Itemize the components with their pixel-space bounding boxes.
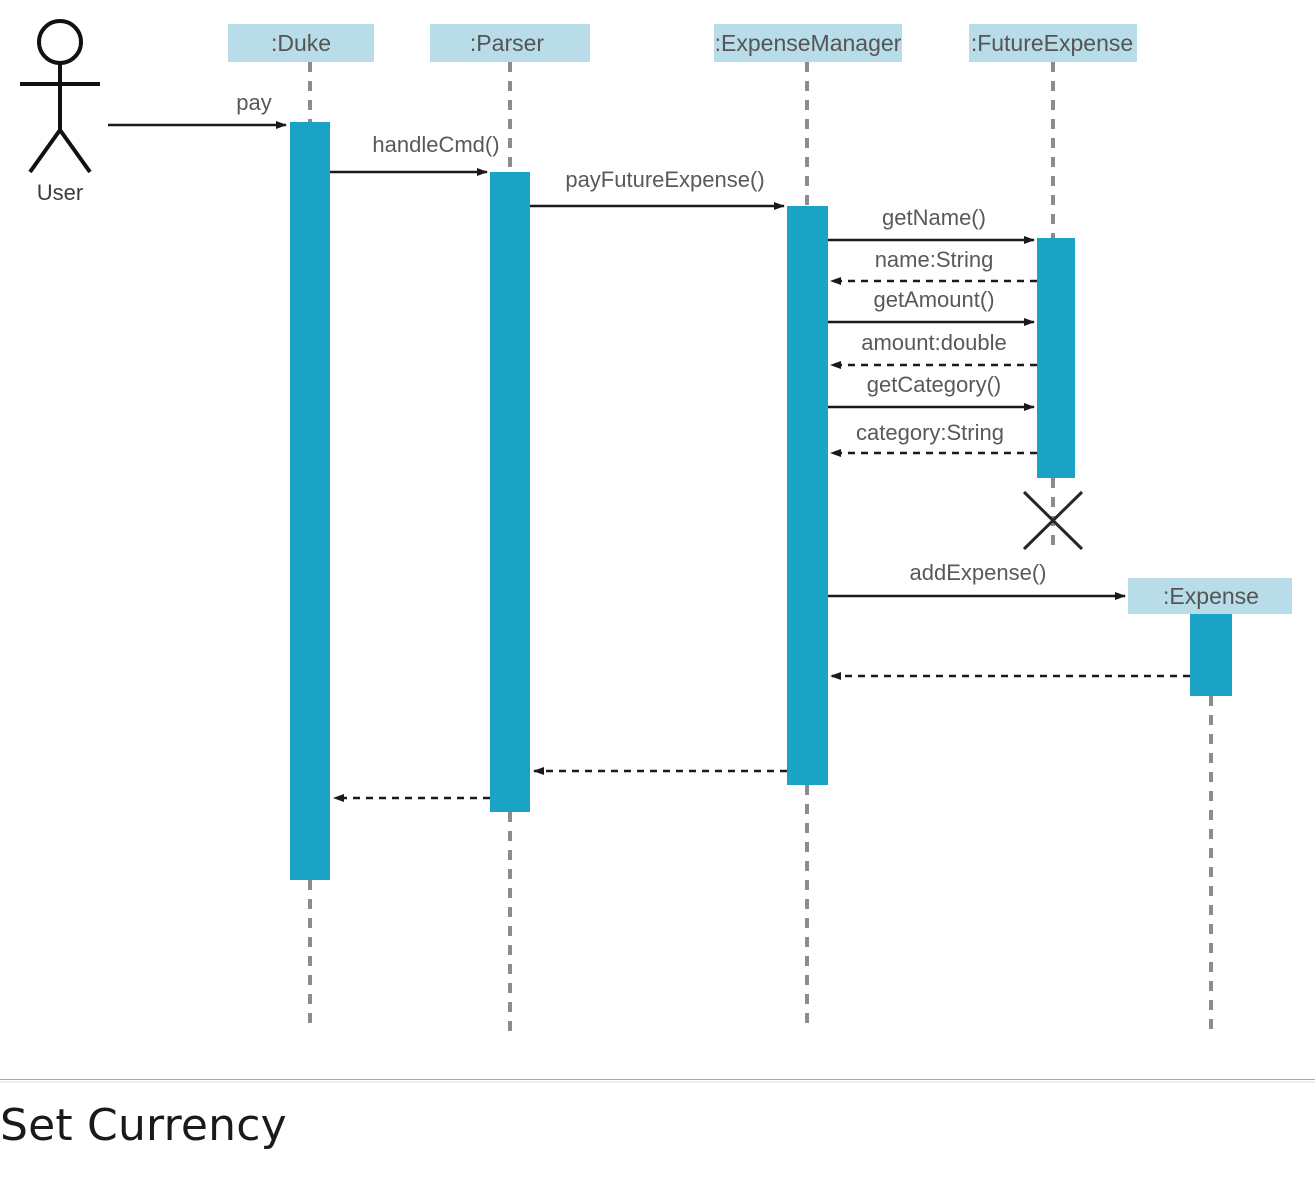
- lifeline-duke[interactable]: :Duke: [228, 24, 374, 1032]
- message-amountdouble: amount:double: [830, 330, 1037, 369]
- activation-bar-expensemanager: [787, 206, 828, 785]
- message-label-categorystring: category:String: [856, 420, 1004, 445]
- section-divider: [0, 1079, 1315, 1080]
- message-categorystring: category:String: [830, 420, 1037, 457]
- actor-user: [20, 19, 100, 174]
- activation-bar-duke: [290, 122, 330, 880]
- lifeline-expensemanager[interactable]: :ExpenseManager: [714, 24, 902, 1032]
- actor-leg-left-icon: [28, 128, 62, 174]
- lifeline-header-duke[interactable]: [228, 24, 374, 62]
- message-payfutureexpense: payFutureExpense(): [530, 167, 785, 210]
- message-pay: pay: [108, 90, 287, 129]
- message-addexpense: addExpense(): [828, 560, 1126, 600]
- lifeline-label-expensemanager: :ExpenseManager: [715, 30, 902, 56]
- lifeline-label-duke: :Duke: [271, 30, 331, 56]
- message-label-addexpense: addExpense(): [910, 560, 1047, 585]
- lifeline-header-futureexpense[interactable]: [969, 24, 1137, 62]
- destruction-marker-icon: [1022, 490, 1084, 551]
- message-label-amountdouble: amount:double: [861, 330, 1007, 355]
- actor-label: User: [37, 180, 83, 205]
- message-handlecmd: handleCmd(): [330, 132, 500, 176]
- sequence-diagram-svg: User :Duke :Parser :ExpenseManager: [20, 19, 1292, 1032]
- activation-bar-parser: [490, 172, 530, 812]
- lifeline-label-futureexpense: :FutureExpense: [971, 30, 1133, 56]
- lifeline-header-expensemanager[interactable]: [714, 24, 902, 62]
- message-label-getamount: getAmount(): [873, 287, 994, 312]
- activation-bar-futureexpense: [1037, 238, 1075, 478]
- actor-leg-right-icon: [58, 128, 92, 174]
- section-divider-shadow: [0, 1081, 1315, 1083]
- message-label-namestring: name:String: [875, 247, 994, 272]
- message-label-payfutureexpense: payFutureExpense(): [565, 167, 764, 192]
- message-namestring: name:String: [830, 247, 1037, 285]
- message-label-getcategory: getCategory(): [867, 372, 1002, 397]
- lifeline-expense[interactable]: :Expense: [1128, 578, 1292, 1032]
- activation-bar-expense: [1190, 614, 1232, 696]
- lifeline-header-parser[interactable]: [430, 24, 590, 62]
- message-label-getname: getName(): [882, 205, 986, 230]
- message-getname: getName(): [828, 205, 1035, 244]
- actor-head-icon: [37, 19, 83, 65]
- message-label-pay: pay: [236, 90, 271, 115]
- lifeline-futureexpense[interactable]: :FutureExpense: [969, 24, 1137, 551]
- section-heading: Set Currency: [0, 1100, 287, 1151]
- message-label-handlecmd: handleCmd(): [372, 132, 499, 157]
- message-getamount: getAmount(): [828, 287, 1035, 326]
- lifeline-label-expense: :Expense: [1163, 583, 1259, 609]
- lifeline-header-expense[interactable]: [1128, 578, 1292, 614]
- lifeline-label-parser: :Parser: [470, 30, 544, 56]
- message-getcategory: getCategory(): [828, 372, 1035, 411]
- lifeline-parser[interactable]: :Parser: [430, 24, 590, 1032]
